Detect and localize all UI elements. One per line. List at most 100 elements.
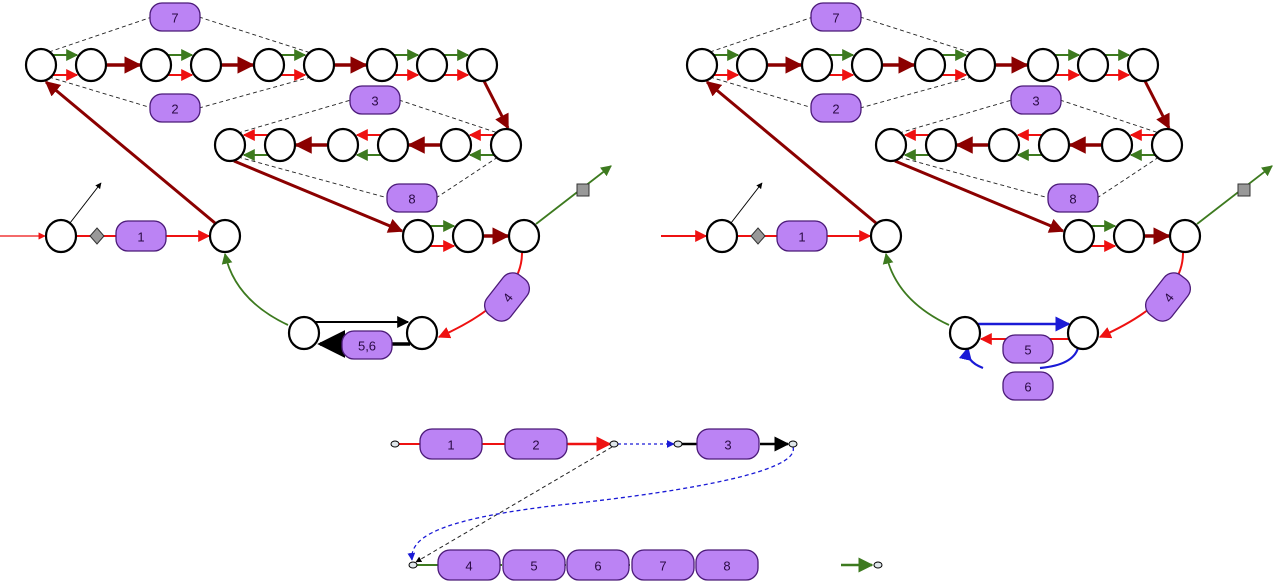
state-node[interactable] (326, 127, 360, 163)
state-node[interactable] (415, 47, 449, 83)
sequence-label-4[interactable]: 4 (437, 549, 501, 581)
label-box (566, 549, 630, 581)
black-edge (69, 182, 102, 224)
dashed-edge (709, 76, 814, 109)
edges-layer (0, 16, 1273, 573)
state-node[interactable] (451, 218, 485, 254)
state-node[interactable] (685, 47, 719, 83)
label-box (810, 93, 862, 123)
transition-label-5[interactable]: 5 (1002, 334, 1054, 364)
label-text: 3 (1032, 94, 1039, 109)
state-node[interactable] (287, 315, 321, 351)
sequence-label-3[interactable]: 3 (696, 428, 760, 460)
state-node[interactable] (1126, 47, 1160, 83)
label-text: 7 (659, 559, 666, 574)
transition-label-7[interactable]: 7 (149, 2, 201, 32)
terminal-node[interactable] (390, 440, 400, 448)
state-node[interactable] (948, 315, 982, 351)
label-text: 5,6 (358, 339, 376, 354)
terminal-node[interactable] (788, 440, 798, 448)
state-node[interactable] (74, 47, 108, 83)
transition-label-3[interactable]: 3 (349, 85, 401, 115)
state-node[interactable] (1076, 47, 1110, 83)
state-node[interactable] (465, 47, 499, 83)
transition-label-4[interactable]: 4 (1141, 268, 1195, 326)
dashed-edge (237, 99, 352, 134)
transition-label-2[interactable]: 2 (810, 93, 862, 123)
state-node[interactable] (208, 218, 242, 254)
transition-label-5-6[interactable]: 5,6 (341, 330, 393, 360)
state-node[interactable] (252, 47, 286, 83)
dark-red-edge (482, 80, 510, 130)
state-node[interactable] (1062, 218, 1096, 254)
state-node[interactable] (850, 47, 884, 83)
label-box (419, 428, 483, 460)
diamond-marker (750, 227, 766, 245)
black-edge (730, 182, 763, 224)
state-node[interactable] (924, 127, 958, 163)
sequence-label-7[interactable]: 7 (631, 549, 695, 581)
blue-dashed-edge (407, 446, 794, 561)
state-node[interactable] (1037, 127, 1071, 163)
transition-label-8[interactable]: 8 (386, 183, 438, 213)
state-node[interactable] (44, 218, 78, 254)
state-node[interactable] (24, 47, 58, 83)
label-text: 5 (1024, 343, 1031, 358)
state-node[interactable] (800, 47, 834, 83)
dashed-edge (398, 99, 499, 134)
transition-label-2[interactable]: 2 (149, 93, 201, 123)
label-text: 8 (408, 192, 415, 207)
dashed-edge (1059, 99, 1160, 134)
sequence-label-1[interactable]: 1 (419, 428, 483, 460)
terminal-node[interactable] (673, 440, 683, 448)
state-node[interactable] (913, 47, 947, 83)
state-node[interactable] (405, 315, 439, 351)
transition-label-1[interactable]: 1 (776, 220, 828, 252)
label-text: 8 (723, 559, 730, 574)
label-box (810, 2, 862, 32)
state-node[interactable] (439, 127, 473, 163)
state-node[interactable] (1066, 315, 1100, 351)
state-node[interactable] (869, 218, 903, 254)
state-node[interactable] (365, 47, 399, 83)
transition-label-6[interactable]: 6 (1002, 371, 1054, 401)
state-node[interactable] (139, 47, 173, 83)
terminal-node[interactable] (408, 561, 418, 569)
state-node[interactable] (1100, 127, 1134, 163)
transition-label-4[interactable]: 4 (480, 268, 534, 326)
label-box (502, 549, 566, 581)
state-node[interactable] (735, 47, 769, 83)
state-node[interactable] (489, 127, 523, 163)
transition-label-7[interactable]: 7 (810, 2, 862, 32)
state-node[interactable] (507, 218, 541, 254)
sequence-label-2[interactable]: 2 (504, 428, 568, 460)
transition-label-3[interactable]: 3 (1010, 85, 1062, 115)
state-node[interactable] (189, 47, 223, 83)
label-text: 2 (832, 102, 839, 117)
state-node[interactable] (1150, 127, 1184, 163)
state-node[interactable] (963, 47, 997, 83)
dashed-edge (1096, 156, 1160, 199)
dashed-edge (48, 76, 153, 109)
green-edge (221, 252, 289, 326)
sequence-label-8[interactable]: 8 (695, 549, 759, 581)
state-node[interactable] (1026, 47, 1060, 83)
dark-red-edge (1143, 80, 1171, 130)
state-node[interactable] (302, 47, 336, 83)
sequence-label-6[interactable]: 6 (566, 549, 630, 581)
terminal-node[interactable] (609, 440, 619, 448)
state-node[interactable] (263, 127, 297, 163)
terminal-node[interactable] (873, 561, 883, 569)
state-node[interactable] (401, 218, 435, 254)
transition-label-8[interactable]: 8 (1047, 183, 1099, 213)
state-node[interactable] (1168, 218, 1202, 254)
state-node[interactable] (874, 127, 908, 163)
state-node[interactable] (213, 127, 247, 163)
state-node[interactable] (705, 218, 739, 254)
state-node[interactable] (987, 127, 1021, 163)
state-node[interactable] (376, 127, 410, 163)
transition-label-1[interactable]: 1 (115, 220, 167, 252)
sequence-label-5[interactable]: 5 (502, 549, 566, 581)
label-box (437, 549, 501, 581)
state-node[interactable] (1112, 218, 1146, 254)
